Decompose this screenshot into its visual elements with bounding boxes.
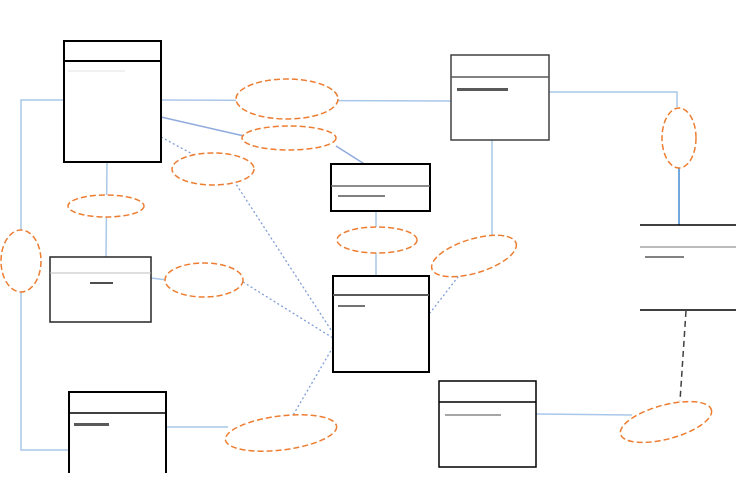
attribute-ellipse-7[interactable]: [336, 226, 418, 254]
connector-5-topleft-to-e3[interactable]: [160, 136, 197, 157]
connector-17-bottomright-to-e10[interactable]: [535, 413, 633, 416]
entity-top-left-frame[interactable]: [63, 40, 162, 163]
entity-center[interactable]: [332, 275, 430, 373]
connector-4-e2-to-middle[interactable]: [335, 145, 367, 166]
connector-6-e3-to-center[interactable]: [233, 180, 334, 334]
connector-3-topleft-to-e2[interactable]: [160, 116, 245, 137]
entity-center-text-line-1: [338, 305, 365, 307]
entity-top-left[interactable]: [63, 40, 162, 163]
entity-top-right[interactable]: [450, 54, 550, 141]
entity-top-right-frame[interactable]: [450, 54, 550, 141]
attribute-ellipse-9[interactable]: [223, 409, 338, 456]
entity-bottom-left[interactable]: [68, 391, 167, 473]
entity-bottom-right[interactable]: [438, 380, 537, 468]
attribute-ellipse-3[interactable]: [171, 152, 255, 186]
attribute-ellipse-2[interactable]: [241, 125, 337, 151]
entity-bottom-left-text-line-1: [74, 423, 109, 426]
attribute-ellipse-4[interactable]: [67, 194, 145, 218]
connector-18-table-to-e10[interactable]: [679, 310, 687, 402]
attribute-ellipse-6[interactable]: [164, 262, 244, 298]
connector-14-e8-to-center[interactable]: [429, 272, 462, 314]
connector-11-topright-elbow[interactable]: [549, 91, 678, 107]
entity-bottom-right-frame[interactable]: [438, 380, 537, 468]
attribute-ellipse-1[interactable]: [235, 78, 339, 120]
connector-15-center-to-e9[interactable]: [291, 346, 334, 418]
attribute-ellipse-10[interactable]: [616, 393, 716, 450]
entity-top-left-text-line-1: [68, 70, 125, 72]
attribute-ellipse-11[interactable]: [661, 107, 697, 169]
entity-top-right-text-line-1: [457, 88, 508, 91]
entity-middle[interactable]: [330, 163, 431, 212]
entity-left-text-line-1: [90, 282, 113, 284]
entity-middle-text-line-1: [338, 195, 385, 197]
entity-left[interactable]: [49, 256, 152, 323]
entity-bottom-right-text-line-1: [445, 414, 501, 416]
attribute-ellipse-5[interactable]: [0, 229, 42, 293]
attribute-ellipse-8[interactable]: [427, 227, 521, 285]
entity-left-frame[interactable]: [49, 256, 152, 323]
entity-bottom-left-frame[interactable]: [68, 391, 167, 473]
entity-center-frame[interactable]: [332, 275, 430, 373]
entity-middle-frame[interactable]: [330, 163, 431, 212]
